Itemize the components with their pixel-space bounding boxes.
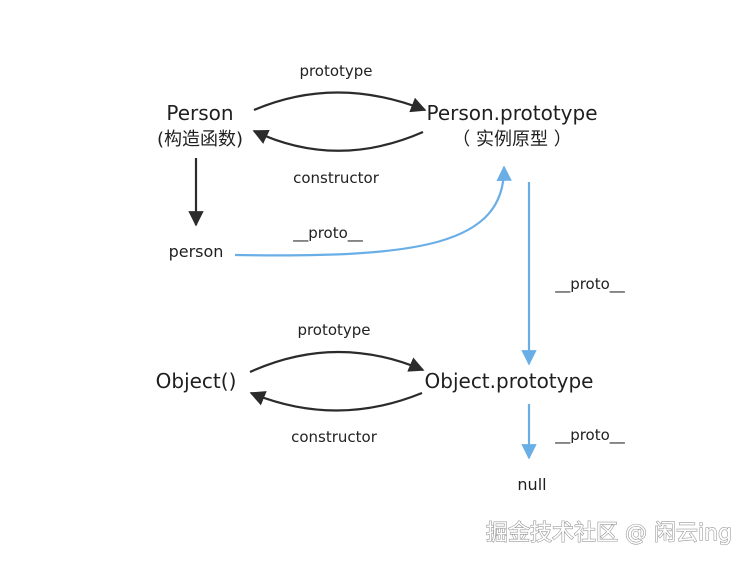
watermark-text: 掘金技术社区 @ 闲云ing [486,521,732,546]
object-constructor-arrow [249,391,423,412]
prototype-chain-label: __proto__ [554,275,625,294]
person-prototype-label: prototype [299,62,372,80]
person-prototype-node: Person.prototype [426,101,597,125]
null-proto-label: __proto__ [554,426,625,445]
person-constructor-subtitle: (构造函数) [157,129,243,150]
object-constructor-label: constructor [291,428,378,446]
person-prototype-arrow [253,91,427,113]
instance-proto-arrow [234,165,512,257]
person-instance-node: person [169,242,224,261]
object-prototype-label: prototype [297,321,370,339]
person-constructor-node: Person [166,101,233,125]
person-prototype-subtitle: （ 实例原型 ） [452,129,571,150]
object-constructor-node: Object() [156,369,237,393]
instance-proto-label: __proto__ [292,224,363,243]
object-prototype-node: Object.prototype [425,369,594,393]
null-node: null [517,475,546,494]
person-constructor-arrow [252,129,424,152]
object-prototype-arrow [249,350,425,374]
person-constructor-label: constructor [293,169,380,187]
